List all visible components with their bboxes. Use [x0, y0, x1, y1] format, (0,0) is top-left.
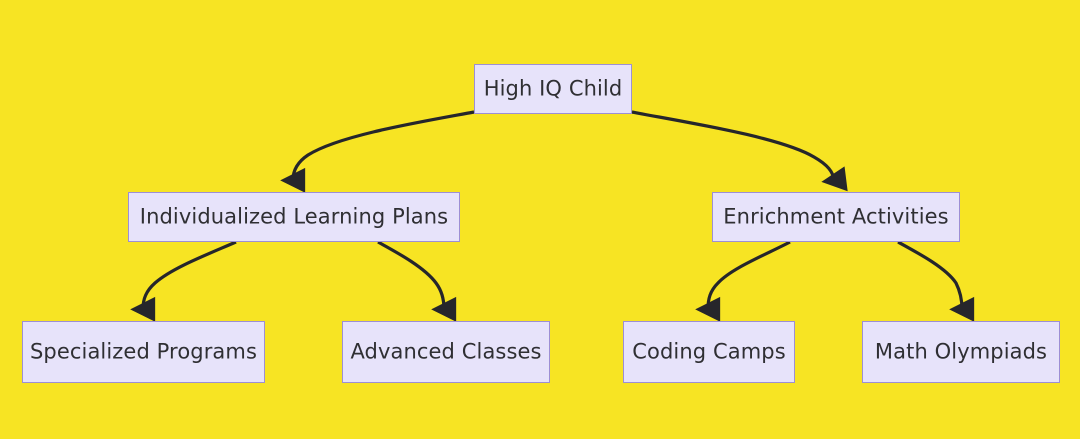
flow-node-coding-camps[interactable]: Coding Camps: [623, 321, 795, 383]
edge-enrichment-to-math: [897, 240, 975, 322]
edge-plans-to-specialized: [130, 240, 237, 322]
edge-root-to-plans: [280, 110, 475, 193]
flow-node-math-olympiads[interactable]: Math Olympiads: [862, 321, 1060, 383]
flow-node-advanced-classes[interactable]: Advanced Classes: [342, 321, 550, 383]
flow-node-individualized-learning-plans[interactable]: Individualized Learning Plans: [128, 192, 460, 242]
flow-node-label: Enrichment Activities: [723, 204, 949, 228]
edge-plans-to-advanced: [377, 240, 457, 322]
flow-node-specialized-programs[interactable]: Specialized Programs: [22, 321, 265, 383]
flow-node-label: Specialized Programs: [30, 339, 257, 363]
flow-node-enrichment-activities[interactable]: Enrichment Activities: [712, 192, 960, 242]
flow-node-label: Coding Camps: [632, 339, 786, 363]
edge-root-to-enrichment: [631, 110, 848, 192]
edge-enrichment-to-coding: [695, 240, 791, 322]
flow-node-label: High IQ Child: [483, 76, 623, 100]
flow-node-label: Math Olympiads: [874, 339, 1048, 363]
flow-node-high-iq-child[interactable]: High IQ Child: [474, 64, 632, 114]
flow-node-label: Individualized Learning Plans: [139, 204, 449, 228]
flow-node-label: Advanced Classes: [350, 339, 542, 363]
